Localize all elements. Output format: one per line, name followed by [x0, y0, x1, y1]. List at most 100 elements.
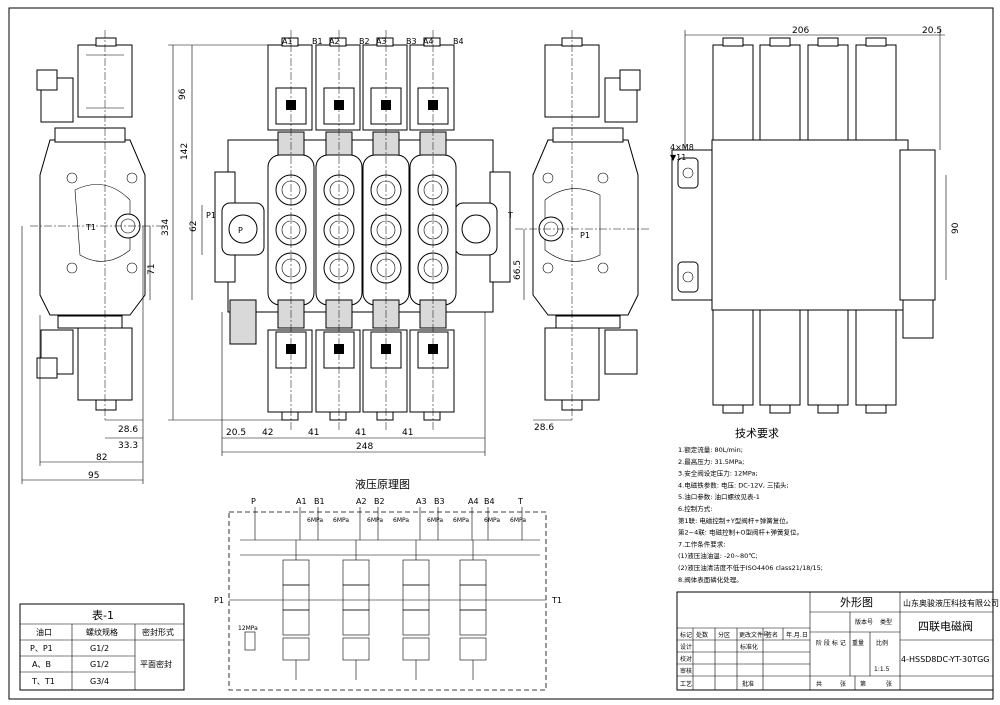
top-solenoid-3 [807, 37, 849, 414]
tech-line: 7.工作条件要求: [678, 539, 725, 548]
tech-line: 第2~4联: 电磁控制+O型阀杆+弹簧复位。 [678, 528, 803, 537]
dim-20-5-front: 20.5 [226, 428, 246, 438]
tb-page: 第 [860, 680, 866, 688]
schematic-port-a4: A4 [468, 497, 479, 506]
model-number: 4-HSSD8DC-YT-30TGG [901, 655, 989, 664]
port-relief-label: 6MPa [367, 517, 383, 524]
tb-zone: 分区 [718, 631, 730, 639]
port-relief-label: 6MPa [453, 517, 469, 524]
left-side-view: T1 71 28.6 33.3 82 95 [21, 30, 165, 484]
port-table: 表-1 油口 螺纹规格 密封形式 P、P1 G1/2 A、B G1/2 T、T1… [19, 603, 185, 691]
port-label-a4: A4 [423, 37, 434, 46]
schematic-port-p: P [251, 497, 256, 506]
schematic-port-b2: B2 [374, 497, 385, 506]
table-cell: T、T1 [31, 677, 55, 686]
dim-28-6-left: 28.6 [118, 425, 138, 435]
table-cell: G3/4 [90, 677, 109, 686]
tb-type: 类型 [880, 618, 892, 626]
table-title: 表-1 [92, 608, 114, 622]
tech-line: 8.阀体表面磷化处理。 [678, 575, 743, 584]
tech-line: 2.最高压力: 31.5MPa; [678, 457, 744, 466]
tb-docno: 更改文件号 [739, 631, 769, 639]
port-label-a3: A3 [376, 37, 387, 46]
table-cell: G1/2 [90, 644, 109, 653]
tb-ratio: 比例 [876, 639, 888, 647]
tb-std: 标准化 [740, 643, 758, 651]
schematic-valve-2: 6MPa 6MPa [342, 517, 409, 680]
port-label-b3: B3 [406, 37, 417, 46]
dim-20-5-top: 20.5 [922, 26, 942, 36]
tb-mark: 标记 [680, 631, 692, 639]
tech-line: 4.电磁铁参数: 电压: DC-12V, 三插头; [678, 480, 789, 489]
valve-section-2 [315, 30, 363, 430]
schematic-title: 液压原理图 [355, 477, 410, 491]
drawing-border [8, 7, 994, 700]
schematic-p1-label: P1 [214, 596, 224, 605]
dim-142: 142 [180, 143, 190, 160]
port-relief-label: 6MPa [393, 517, 409, 524]
tech-line: 5.油口参数: 油口螺纹见表-1 [678, 492, 760, 501]
schematic-port-b1: B1 [314, 497, 325, 506]
schematic-port-t: T [517, 497, 523, 506]
tech-line: (2)液压油清洁度不低于ISO4406 class21/18/15; [678, 563, 823, 572]
dim-248: 248 [356, 442, 373, 452]
dim-95: 95 [88, 471, 99, 481]
schematic-t1-label: T1 [551, 596, 562, 605]
valve-section-3 [362, 30, 410, 430]
front-p-label: P [238, 226, 243, 235]
port-relief-label: 6MPa [307, 517, 323, 524]
dim-82: 82 [96, 453, 107, 463]
scale-value: 1:1.5 [874, 666, 890, 673]
drawing-type: 外形图 [840, 596, 873, 609]
top-view: 206 20.5 90 4×M8 ▼11 [670, 26, 961, 414]
port-relief-label: 6MPa [510, 517, 526, 524]
tb-total: 共 [816, 680, 822, 688]
port-relief-label: 6MPa [427, 517, 443, 524]
port-label-a2: A2 [329, 37, 340, 46]
left-t1-label: T1 [85, 223, 96, 232]
tb-craft: 工艺 [680, 680, 692, 688]
dim-62: 62 [189, 221, 199, 232]
table-header-seal: 密封形式 [142, 627, 174, 637]
table-header-port: 油口 [36, 627, 52, 637]
tb-count: 处数 [696, 631, 708, 639]
dim-41-a: 41 [308, 428, 319, 438]
dim-41-b: 41 [355, 428, 366, 438]
tb-sheet: 张 [840, 680, 846, 688]
dim-206: 206 [792, 26, 809, 36]
tech-line: 第1联: 电磁控制+Y型阀杆+弹簧复位。 [678, 516, 792, 525]
front-p1-label: P1 [206, 211, 216, 220]
tb-weight: 重量 [852, 639, 864, 647]
tech-title: 技术要求 [735, 427, 779, 440]
tech-line: 6.控制方式: [678, 504, 712, 513]
dim-33-3: 33.3 [118, 441, 138, 451]
table-header-thread: 螺纹规格 [86, 627, 118, 637]
tech-line: 3.安全阀设定压力: 12MPa; [678, 469, 758, 478]
tb-review: 审核 [680, 667, 692, 675]
tb-sign: 签名 [766, 631, 778, 639]
table-cell: G1/2 [90, 660, 109, 669]
dim-334: 334 [161, 219, 171, 236]
tb-design: 设计 [680, 643, 692, 651]
right-p1-label: P1 [580, 231, 590, 240]
port-label-b4: B4 [453, 37, 464, 46]
schematic-port-b4: B4 [484, 497, 495, 506]
tb-sheet2: 张 [886, 680, 892, 688]
tech-line: 1.额定流量: 80L/min; [678, 445, 743, 454]
valve-section-1 [267, 30, 315, 430]
bolt-note-2: ▼11 [670, 153, 686, 162]
tech-line: (1)液压油油温: -20~80℃; [678, 551, 758, 560]
dim-28-6-right: 28.6 [534, 423, 554, 433]
port-label-a1: A1 [282, 37, 293, 46]
top-solenoid-4 [855, 37, 897, 414]
bolt-note-1: 4×M8 [670, 143, 694, 152]
schematic-port-a3: A3 [416, 497, 427, 506]
tb-date: 年.月.日 [786, 631, 808, 639]
tech-requirements: 技术要求 1.额定流量: 80L/min; 2.最高压力: 31.5MPa; 3.安… [678, 427, 823, 584]
table-cell: A、B [32, 660, 51, 669]
